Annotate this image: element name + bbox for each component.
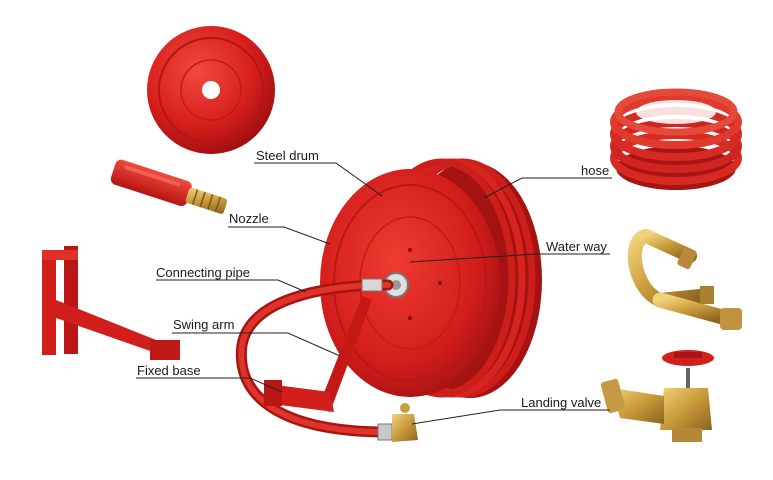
- water-way-fitting: [627, 229, 742, 330]
- main-hose-reel: [320, 158, 542, 398]
- label-fixed-base: Fixed base: [137, 363, 201, 378]
- nozzle-part: [110, 159, 228, 214]
- leader-swing-arm: [172, 332, 341, 357]
- label-swing-arm: Swing arm: [173, 317, 235, 332]
- label-nozzle: Nozzle: [229, 211, 269, 226]
- fixed-base-bracket: [42, 246, 180, 360]
- reel-valve: [377, 403, 418, 442]
- label-water-way: Water way: [546, 239, 607, 254]
- leader-nozzle: [228, 226, 331, 245]
- leader-lines: [136, 162, 612, 425]
- leader-landing-valve: [411, 409, 610, 425]
- label-connecting-pipe: Connecting pipe: [156, 265, 250, 280]
- leader-steel-drum: [254, 162, 383, 197]
- spare-drum-disc: [147, 26, 275, 154]
- connecting-pipe: [235, 278, 394, 438]
- leader-hose: [483, 177, 612, 199]
- label-landing-valve: Landing valve: [521, 395, 602, 410]
- label-hose: hose: [581, 163, 610, 178]
- coiled-hose: [610, 88, 742, 190]
- landing-valve-part: [600, 350, 714, 442]
- leader-connecting-pipe: [156, 279, 307, 293]
- leader-water-way: [409, 253, 610, 263]
- label-steel-drum: Steel drum: [256, 148, 319, 163]
- leader-fixed-base: [136, 377, 283, 393]
